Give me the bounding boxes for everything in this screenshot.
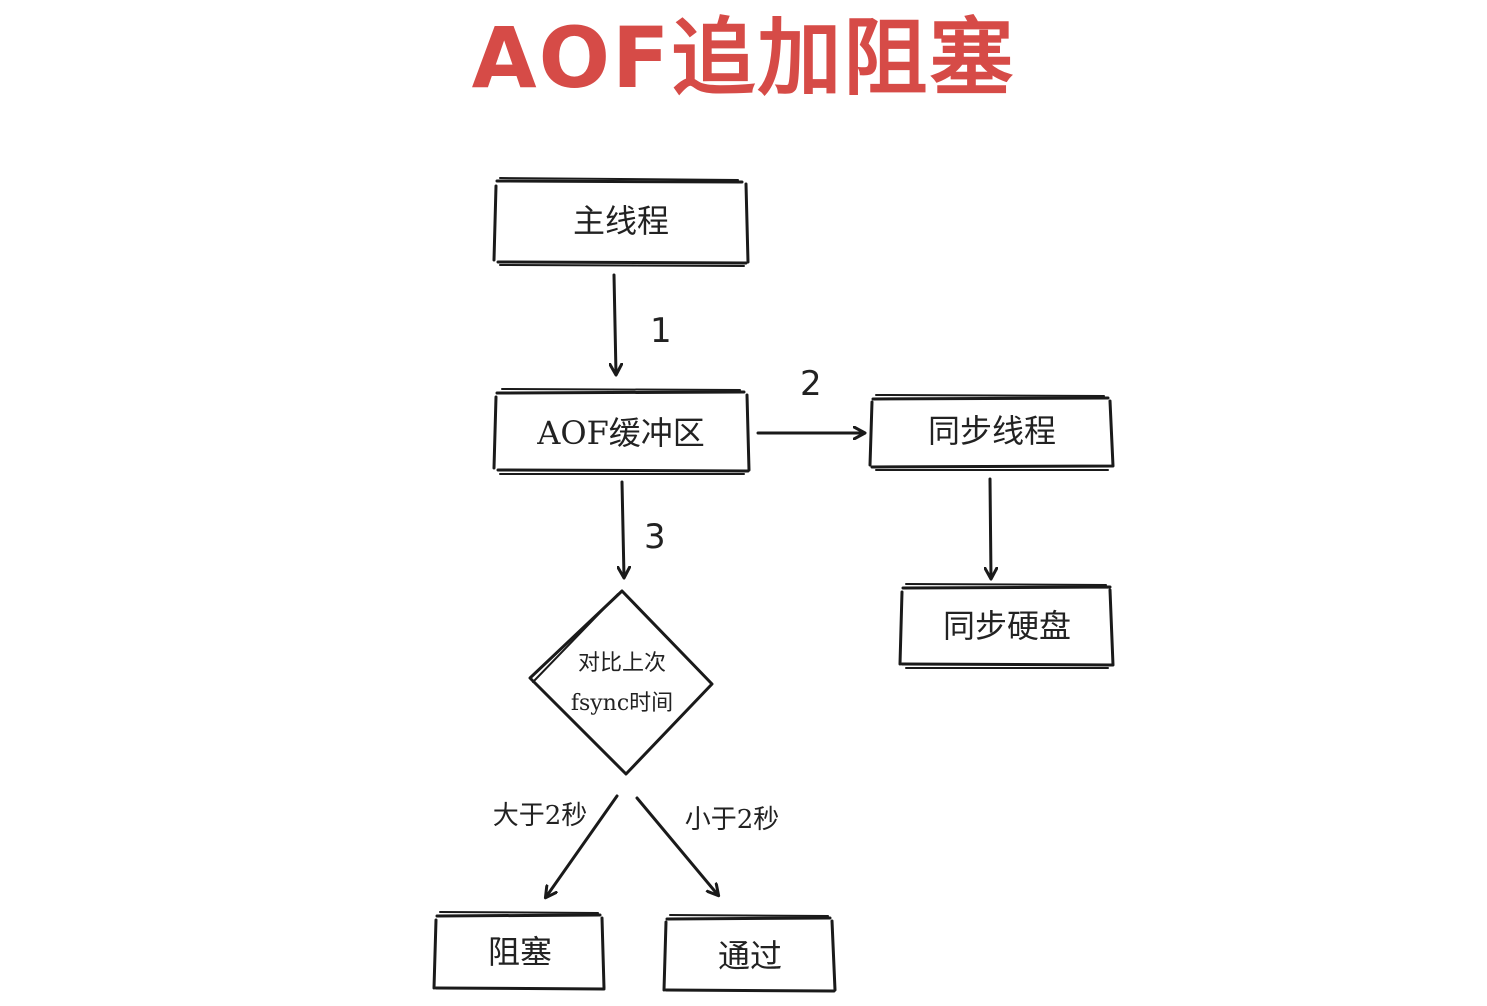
edge-label-step3: 3 [644,517,666,557]
node-sync-disk: 同步硬盘 [898,583,1115,669]
node-main-thread: 主线程 [492,177,750,267]
node-block-label: 阻塞 [488,933,552,971]
node-aof-buffer-label: AOF缓冲区 [536,414,705,452]
node-main-thread-label: 主线程 [573,202,669,240]
node-compare-label-line1: 对比上次 [578,651,666,676]
arrow-decision-to-pass [635,796,718,895]
page-title: AOF追加阻塞 [471,9,1016,107]
edge-label-less: 小于2秒 [685,805,780,835]
node-sync-thread-label: 同步线程 [928,412,1056,450]
edge-label-step2: 2 [800,364,822,404]
edge-label-step1: 1 [650,311,672,351]
node-block: 阻塞 [432,911,606,991]
node-compare-decision: 对比上次 fsync时间 [528,589,714,776]
node-pass-label: 通过 [718,937,782,975]
arrow-sync-thread-to-disk [990,477,991,578]
node-sync-disk-label: 同步硬盘 [943,607,1071,645]
node-sync-thread: 同步线程 [868,394,1115,471]
arrow-buffer-to-decision [622,480,624,577]
node-pass: 通过 [662,914,837,993]
node-compare-label-line2: fsync时间 [571,691,673,716]
edge-label-greater: 大于2秒 [493,801,588,831]
arrow-main-to-buffer [614,273,616,374]
node-aof-buffer: AOF缓冲区 [492,388,751,475]
arrow-decision-to-block [546,794,619,897]
